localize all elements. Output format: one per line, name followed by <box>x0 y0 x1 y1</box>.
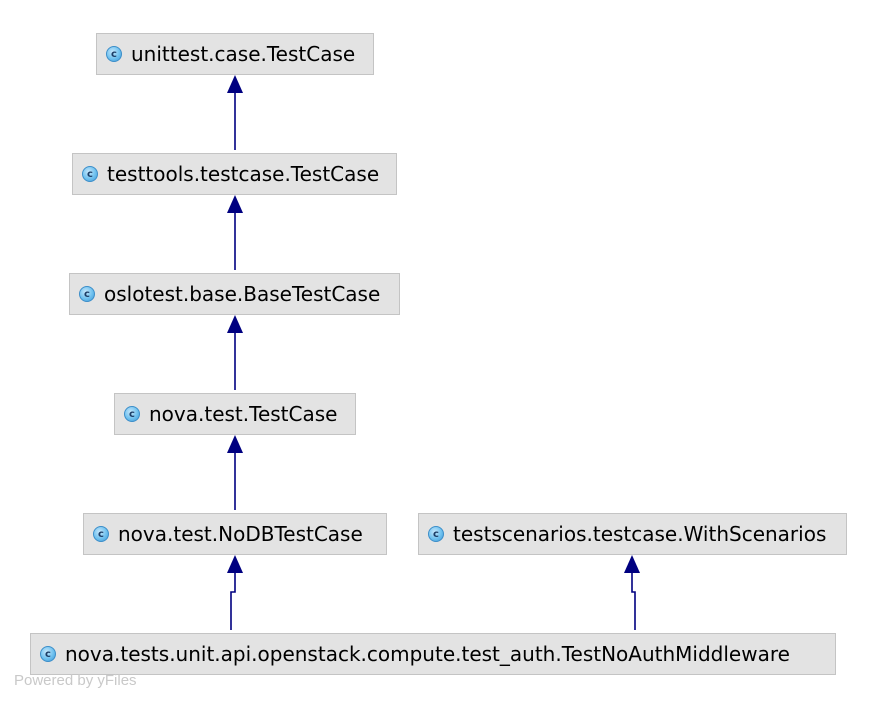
class-icon: c <box>106 46 122 62</box>
arrowhead-unittest <box>227 75 243 93</box>
class-label: nova.test.TestCase <box>149 402 338 426</box>
arrowhead-novatestcase <box>227 435 243 453</box>
class-node-testscenarios-withscenarios[interactable]: c testscenarios.testcase.WithScenarios <box>418 513 847 555</box>
class-icon: c <box>40 646 56 662</box>
class-label: testscenarios.testcase.WithScenarios <box>453 522 827 546</box>
class-label: oslotest.base.BaseTestCase <box>104 282 381 306</box>
class-label: unittest.case.TestCase <box>131 42 356 66</box>
class-node-oslotest-basetestcase[interactable]: c oslotest.base.BaseTestCase <box>69 273 400 315</box>
arrowhead-nodb <box>227 555 243 573</box>
class-node-testnoauthmiddleware[interactable]: c nova.tests.unit.api.openstack.compute.… <box>30 633 836 675</box>
class-icon: c <box>82 166 98 182</box>
class-node-nova-test-testcase[interactable]: c nova.test.TestCase <box>114 393 356 435</box>
class-icon: c <box>93 526 109 542</box>
edge-noauth-to-nodb <box>230 572 236 630</box>
class-label: testtools.testcase.TestCase <box>107 162 380 186</box>
edge-noauth-to-withscenarios <box>631 572 636 630</box>
class-icon: c <box>79 286 95 302</box>
class-node-unittest-testcase[interactable]: c unittest.case.TestCase <box>96 33 374 75</box>
class-node-testtools-testcase[interactable]: c testtools.testcase.TestCase <box>72 153 397 195</box>
class-label: nova.tests.unit.api.openstack.compute.te… <box>65 642 790 666</box>
arrowhead-testtools <box>227 195 243 213</box>
powered-by-watermark: Powered by yFiles <box>14 672 137 689</box>
class-icon: c <box>124 406 140 422</box>
class-label: nova.test.NoDBTestCase <box>118 522 363 546</box>
class-node-nova-test-nodbtestcase[interactable]: c nova.test.NoDBTestCase <box>83 513 387 555</box>
arrowhead-withscenarios <box>624 555 640 573</box>
arrowhead-oslotest <box>227 315 243 333</box>
class-icon: c <box>428 526 444 542</box>
